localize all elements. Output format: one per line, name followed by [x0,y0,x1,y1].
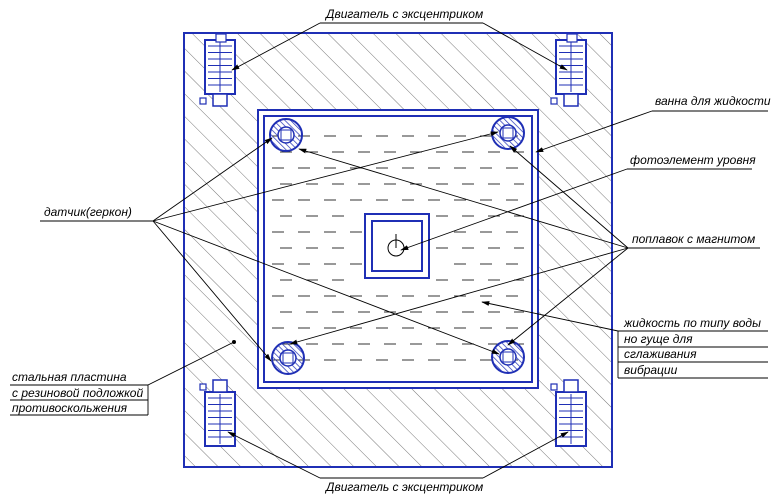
labels: Двигатель с эксцентриком Двигатель с экс… [12,7,771,494]
float-coil [491,116,525,150]
label-liquid-line-1: жидкость по типу воды [623,316,761,330]
label-bath: ванна для жидкости [655,94,771,108]
float-coil [491,340,525,374]
motor-cap [215,33,227,43]
motor-cap [566,33,578,43]
float-assemblies [269,116,525,375]
label-motor-bottom: Двигатель с эксцентриком [324,480,483,494]
liquid-fill [272,135,524,361]
leader-lines [10,22,768,479]
plate-leader-dot [232,340,236,344]
float-coil [269,118,303,152]
label-photo-sensor: фотоэлемент уровня [630,153,756,167]
label-motor-top: Двигатель с эксцентриком [324,7,483,21]
label-plate-line-1: стальная пластина [12,370,127,384]
label-float-magnet: поплавок с магнитом [632,232,755,246]
label-liquid-line-3: сглаживания [624,347,697,361]
label-liquid-line-4: вибрации [624,363,678,377]
label-reed-sensor: датчик(геркон) [44,205,132,219]
eccentric-motor [550,39,587,107]
label-plate-line-2: с резиновой подложкой [12,386,143,400]
photo-level-sensor [364,213,430,279]
float-coil [271,341,305,375]
label-liquid-line-2: но гуще для [624,332,693,346]
label-plate-line-3: противоскольжения [12,401,128,415]
